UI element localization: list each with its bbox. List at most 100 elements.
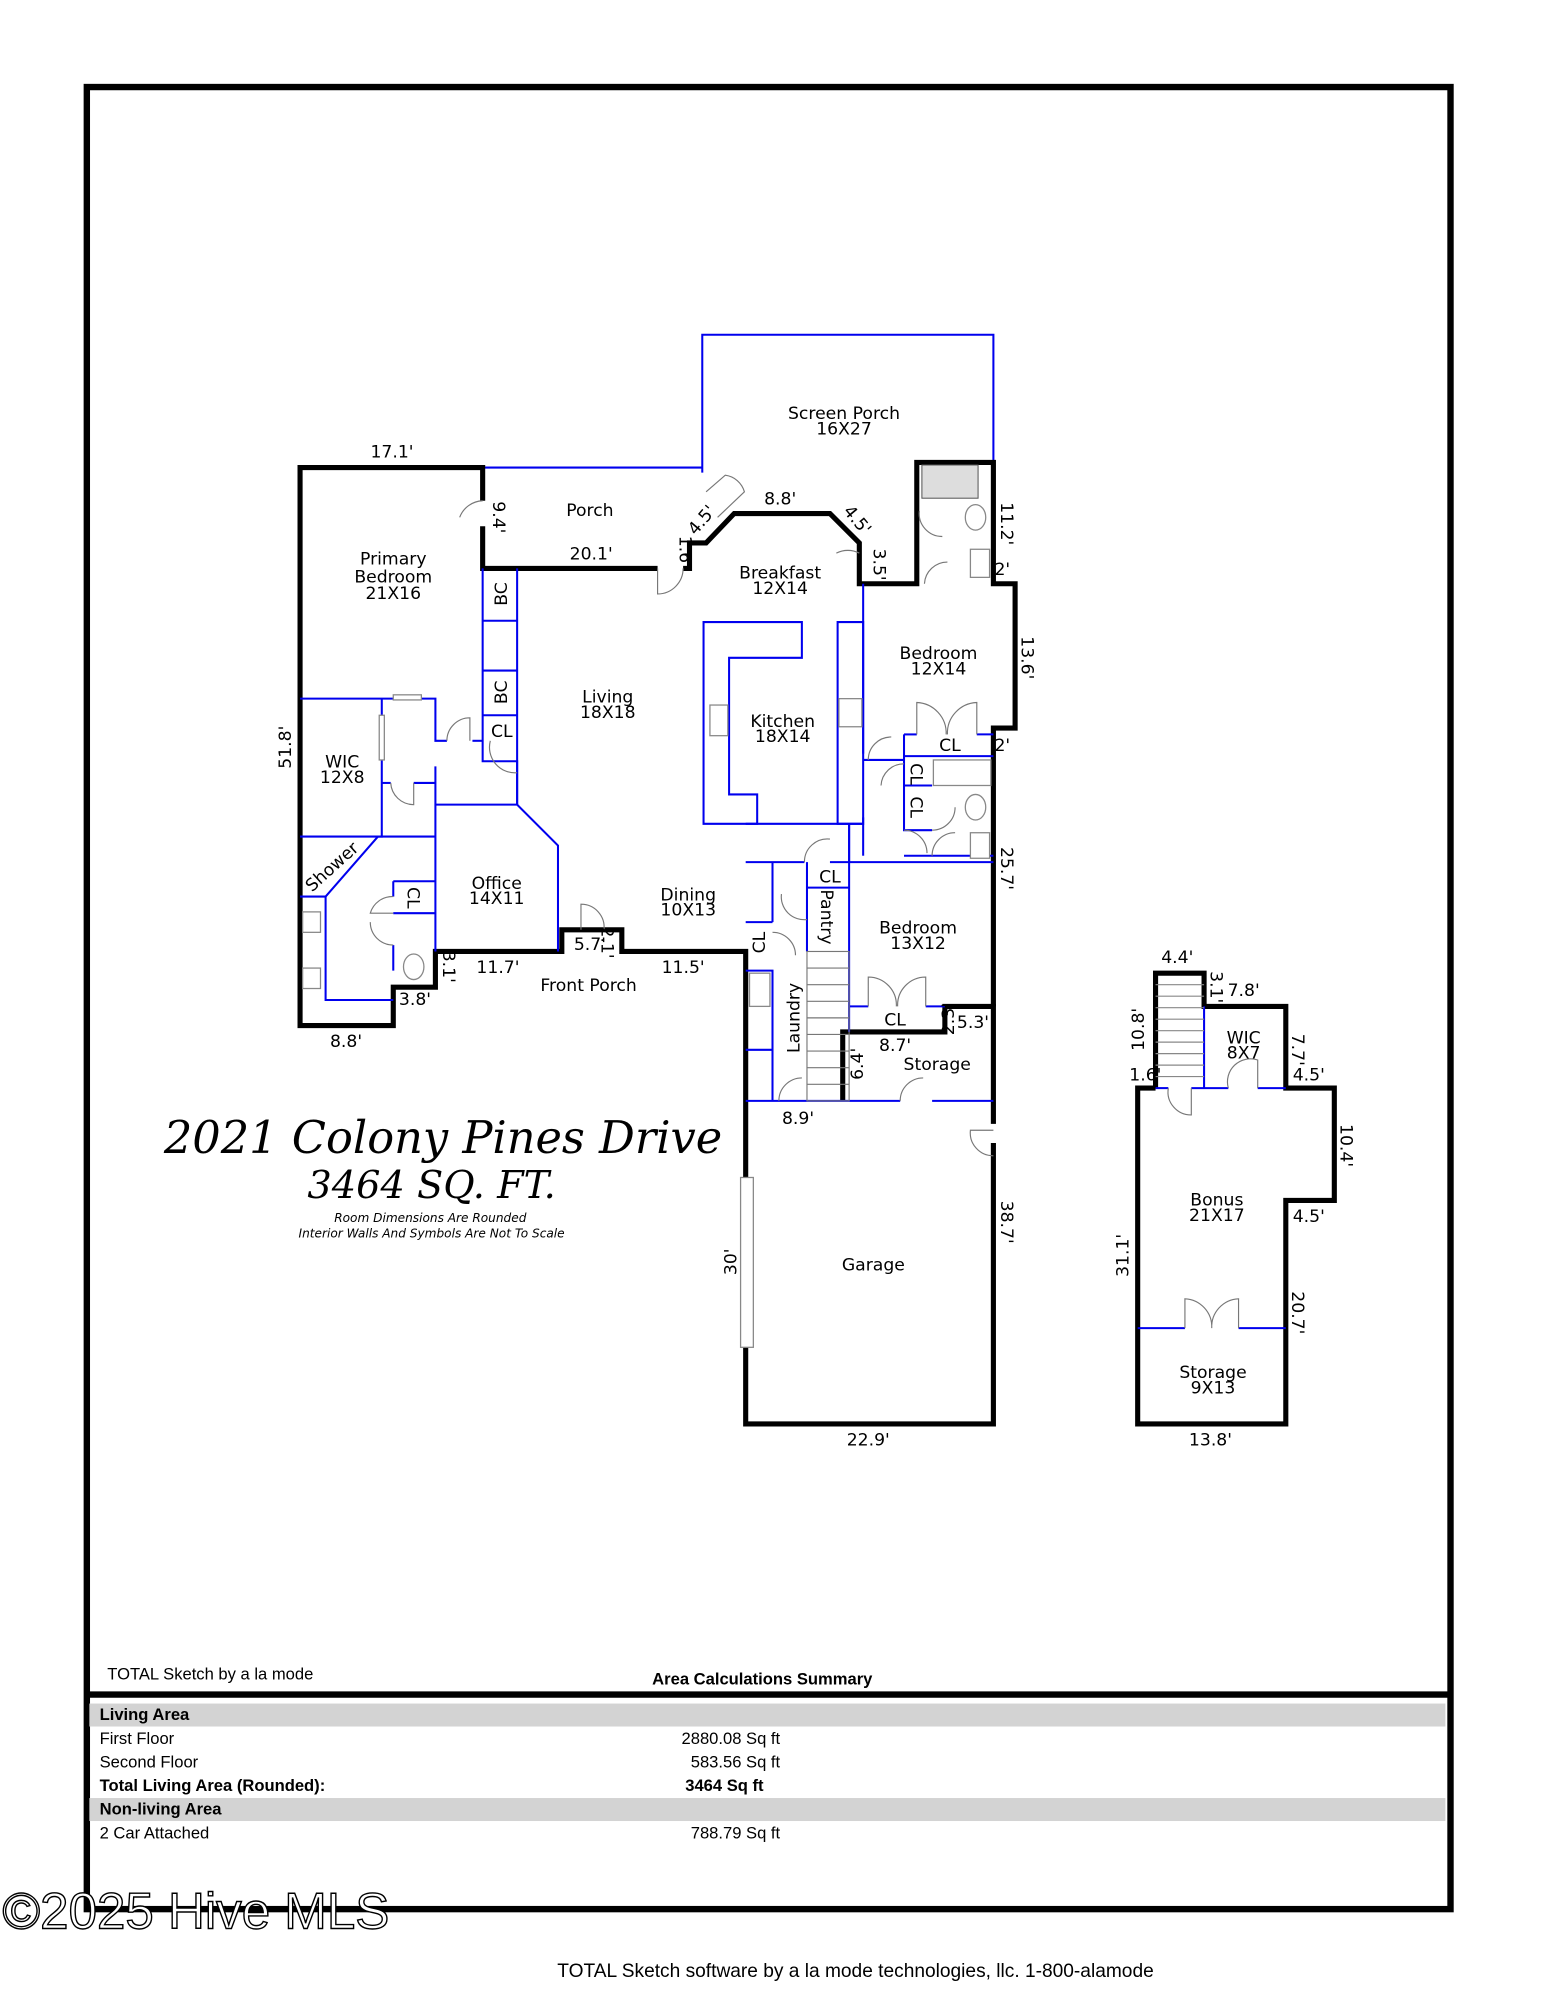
room-size: 8X7 [1227,1044,1261,1064]
total-square-feet: 3464 SQ. FT. [307,1163,555,1208]
fixture-label: Pantry [816,889,836,944]
room-name: Storage [904,1055,971,1075]
summary-row-label: Living Area [100,1705,190,1724]
dimension-label: 10.4' [1336,1124,1356,1167]
dimension-label: 17.1' [370,442,413,462]
room-name: Living [582,687,633,707]
room-name: Breakfast [739,564,821,584]
room-name: Screen Porch [788,404,900,424]
dimension-label: 5.3' [957,1013,989,1033]
room-name: Storage [1179,1363,1246,1383]
bath-sink-icon [301,911,322,933]
sink-icon [709,704,729,737]
room-size: 10X13 [660,901,716,921]
summary-row-label: Non-living Area [100,1800,223,1819]
dimension-label: 31.1' [1114,1234,1134,1277]
stairs-icon [806,950,850,1102]
summary-row-label: First Floor [100,1729,175,1748]
toilet-icon [402,953,425,981]
dimension-label: 13.6' [1016,636,1036,679]
room-size: 18X18 [580,703,636,723]
cooktop-icon [838,698,863,728]
fixture-label: CL [819,868,841,888]
bath-sink-icon [301,967,322,990]
room-name: Front Porch [540,976,636,996]
dimension-label: 20.1' [570,544,613,564]
fixture-label: CL [905,763,925,785]
dimension-label: 4.4' [1161,948,1193,968]
dimension-label: 4.5' [1293,1207,1325,1227]
dimension-label: 4.5' [1293,1065,1325,1085]
door-swings [1167,1058,1259,1329]
window-icon [739,1176,754,1348]
room-name: Porch [566,501,613,521]
first-floor-plan [297,333,1018,1427]
dimension-label: 11.5' [662,958,705,978]
summary-row-value: 788.79 Sq ft [691,1823,781,1842]
dimension-label: 5.7' [574,935,606,955]
note-not-to-scale: Interior Walls And Symbols Are Not To Sc… [299,1226,565,1240]
fixture-label: BC [492,582,512,606]
dimension-label: 2.3' [939,1003,959,1035]
dimension-label: 6.4' [848,1048,868,1080]
toilet-icon [964,793,987,821]
dimension-label: 2.1' [596,926,616,958]
room-name: Bedroom [879,919,957,939]
dimension-label: 3.8' [399,990,431,1010]
dimension-label: 20.7' [1287,1291,1307,1334]
dimension-label: 22.9' [847,1431,890,1451]
room-size: 21X16 [365,584,421,604]
laundry-sink-icon [748,972,771,1008]
dimension-label: 51.8' [276,726,296,769]
summary-row-label: Second Floor [100,1752,199,1771]
room-name: Garage [842,1256,905,1276]
bath-sink-icon [969,548,991,578]
watermark: ©2025 Hive MLS [3,1882,390,1939]
dimension-label: 8.8' [764,490,796,510]
dimension-label: 38.7' [996,1201,1016,1244]
summary-row-value: 2880.08 Sq ft [682,1729,781,1748]
dimension-label: 3.5' [868,549,888,581]
dimension-label: 9.4' [488,501,508,533]
dimension-label: 1.6' [674,536,694,568]
summary-row-label: 2 Car Attached [100,1823,210,1842]
dimension-label: 11.7' [476,958,519,978]
bathtub-icon [932,759,992,787]
room-size: 18X14 [755,727,811,747]
window-icon [378,714,385,761]
summary-row-value: 583.56 Sq ft [691,1752,781,1771]
dimension-label: 7.8' [1228,981,1260,1001]
room-size: 12X14 [752,579,808,599]
room-size: 9X13 [1191,1378,1236,1398]
room-size: 12X8 [320,768,365,788]
fixture-label: BC [492,681,512,705]
note-dimensions-rounded: Room Dimensions Are Rounded [334,1211,527,1225]
room-name: Kitchen [750,712,815,732]
dimension-label: 8.7' [879,1036,911,1056]
room-name: Dining [660,885,716,905]
dimension-label: 3.1' [438,951,458,983]
dimension-label: 13.8' [1189,1431,1232,1451]
dimension-label: 11.2' [996,502,1016,545]
dimension-label: 8.8' [330,1032,362,1052]
fixture-label: Laundry [784,983,804,1053]
fixture-label: CL [750,931,770,953]
toilet-icon [964,503,987,531]
summary-heading: Area Calculations Summary [652,1669,873,1688]
dimension-label: 30' [722,1248,742,1275]
footer-credit: TOTAL Sketch software by a la mode techn… [557,1961,1154,1982]
fixture-label: CL [884,1011,906,1031]
room-name: WIC [325,753,359,773]
summary-row-label: Total Living Area (Rounded): [100,1776,326,1795]
fixture-label: CL [939,736,961,756]
property-address: 2021 Colony Pines Drive [163,1112,722,1164]
dimension-label: 2' [994,560,1010,580]
stairs-icon [1155,984,1205,1078]
room-name: Bedroom [354,567,432,587]
door-swings [369,474,994,1157]
sheet-frame [83,83,1454,1913]
dimension-label: 1.6' [1129,1065,1161,1085]
room-size: 12X14 [911,659,967,679]
dimension-label: 25.7' [996,847,1016,890]
